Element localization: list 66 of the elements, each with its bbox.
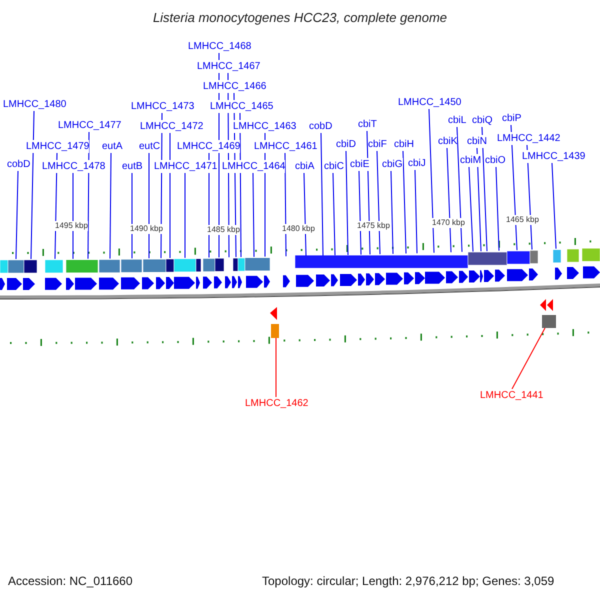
gene-label: cbiE (350, 158, 370, 171)
leader-line (148, 152, 150, 259)
genome-info-text: Topology: circular; Length: 2,976,212 bp; Genes: 3,059 (262, 574, 554, 588)
leader-line (414, 170, 418, 254)
gene-label: LMHCC_1465 (210, 100, 274, 113)
leader-line (402, 150, 406, 254)
position-label: 1480 kbp (282, 224, 315, 234)
position-label: 1495 kbp (55, 221, 88, 231)
gene-label: LMHCC_1462 (245, 397, 308, 410)
gene-label: LMHCC_1472 (140, 120, 204, 133)
leader-line (496, 166, 500, 252)
gene-label: LMHCC_1467 (197, 60, 260, 73)
leader-line (72, 172, 74, 260)
gene-label: LMHCC_1480 (3, 98, 66, 111)
gene-label: LMHCC_1461 (254, 140, 318, 153)
leader-line (446, 148, 452, 253)
leader-line (476, 148, 482, 252)
gene-label: LMHCC_1469 (177, 140, 240, 153)
leader-line (110, 152, 112, 260)
leader-line (332, 172, 336, 256)
leader-line (468, 166, 474, 252)
leader-line (88, 132, 90, 260)
leader-line (320, 132, 324, 256)
leader-line (456, 126, 462, 252)
leader-line (284, 152, 286, 257)
leader-line (184, 172, 186, 258)
leader-line (358, 170, 362, 256)
reverse-gene-feature (270, 307, 279, 338)
gene-label: LMHCC_1439 (522, 150, 586, 163)
gene-label: LMHCC_1464 (222, 160, 286, 173)
gene-label: LMHCC_1478 (42, 160, 106, 173)
gene-label: cbiG (382, 158, 403, 171)
gene-label: LMHCC_1463 (233, 120, 296, 133)
position-label: 1475 kbp (357, 221, 390, 231)
gene-label: LMHCC_1477 (58, 119, 122, 132)
gene-label: cbiQ (472, 114, 493, 127)
gene-track (0, 248, 600, 290)
map-title: Listeria monocytogenes HCC23, complete genome (152, 10, 448, 25)
gene-label: LMHCC_1466 (203, 80, 266, 93)
leader-line (252, 172, 254, 258)
gene-label: cbiM (460, 154, 482, 167)
position-label: 1470 kbp (432, 218, 465, 228)
leader-line (552, 162, 556, 250)
reverse-gene-feature (540, 299, 556, 328)
leader-line (512, 328, 546, 390)
gene-label: cbiN (467, 135, 488, 148)
genome-info-text: Accession: NC_011660 (8, 574, 133, 588)
gene-label: LMHCC_1479 (26, 140, 90, 153)
leader-line (376, 150, 380, 255)
leader-line (16, 170, 18, 260)
position-label: 1485 kbp (207, 225, 240, 235)
gene-label: LMHCC_1441 (480, 389, 544, 402)
position-label: 1490 kbp (130, 224, 163, 234)
leader-line (366, 130, 370, 255)
gene-label: LMHCC_1473 (131, 100, 194, 113)
position-label: 1465 kbp (506, 215, 539, 225)
leader-line (390, 170, 394, 254)
gene-label: LMHCC_1442 (497, 132, 560, 145)
leader-line (482, 126, 488, 252)
gene-label: LMHCC_1450 (398, 96, 462, 109)
leader-line (30, 110, 34, 260)
gene-label: LMHCC_1471 (154, 160, 218, 173)
leader-line (428, 108, 434, 254)
leader-line (346, 150, 348, 256)
leader-line (304, 172, 306, 256)
gene-label: LMHCC_1468 (188, 40, 252, 53)
